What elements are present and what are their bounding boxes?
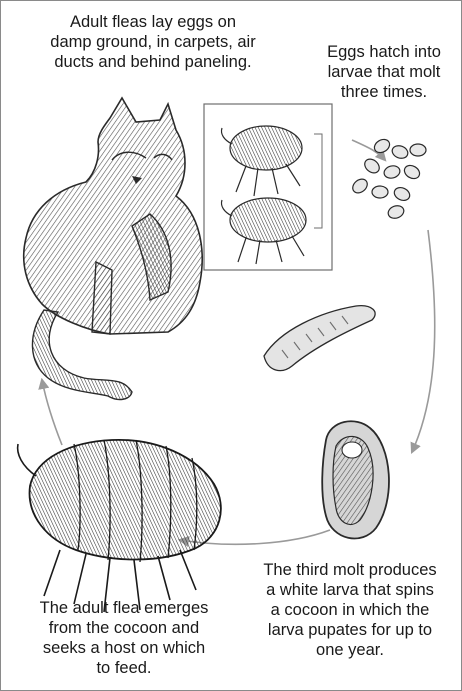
larva [264,306,375,371]
caption-adult-emerges: The adult flea emerges from the cocoon a… [10,598,238,678]
cocoon [322,421,389,538]
caption-adults-lay-eggs: Adult fleas lay eggs on damp ground, in … [8,12,298,72]
arrow-flea-to-cat [42,380,62,445]
flea-pair-inset [204,104,332,270]
caption-eggs-hatch: Eggs hatch into larvae that molt three t… [306,42,462,102]
cat-illustration [24,98,202,399]
arrow-eggs-to-cocoon [412,230,435,452]
eggs-cluster [350,137,426,221]
adult-flea [18,440,221,612]
caption-third-molt: The third molt produces a white larva th… [238,560,462,660]
